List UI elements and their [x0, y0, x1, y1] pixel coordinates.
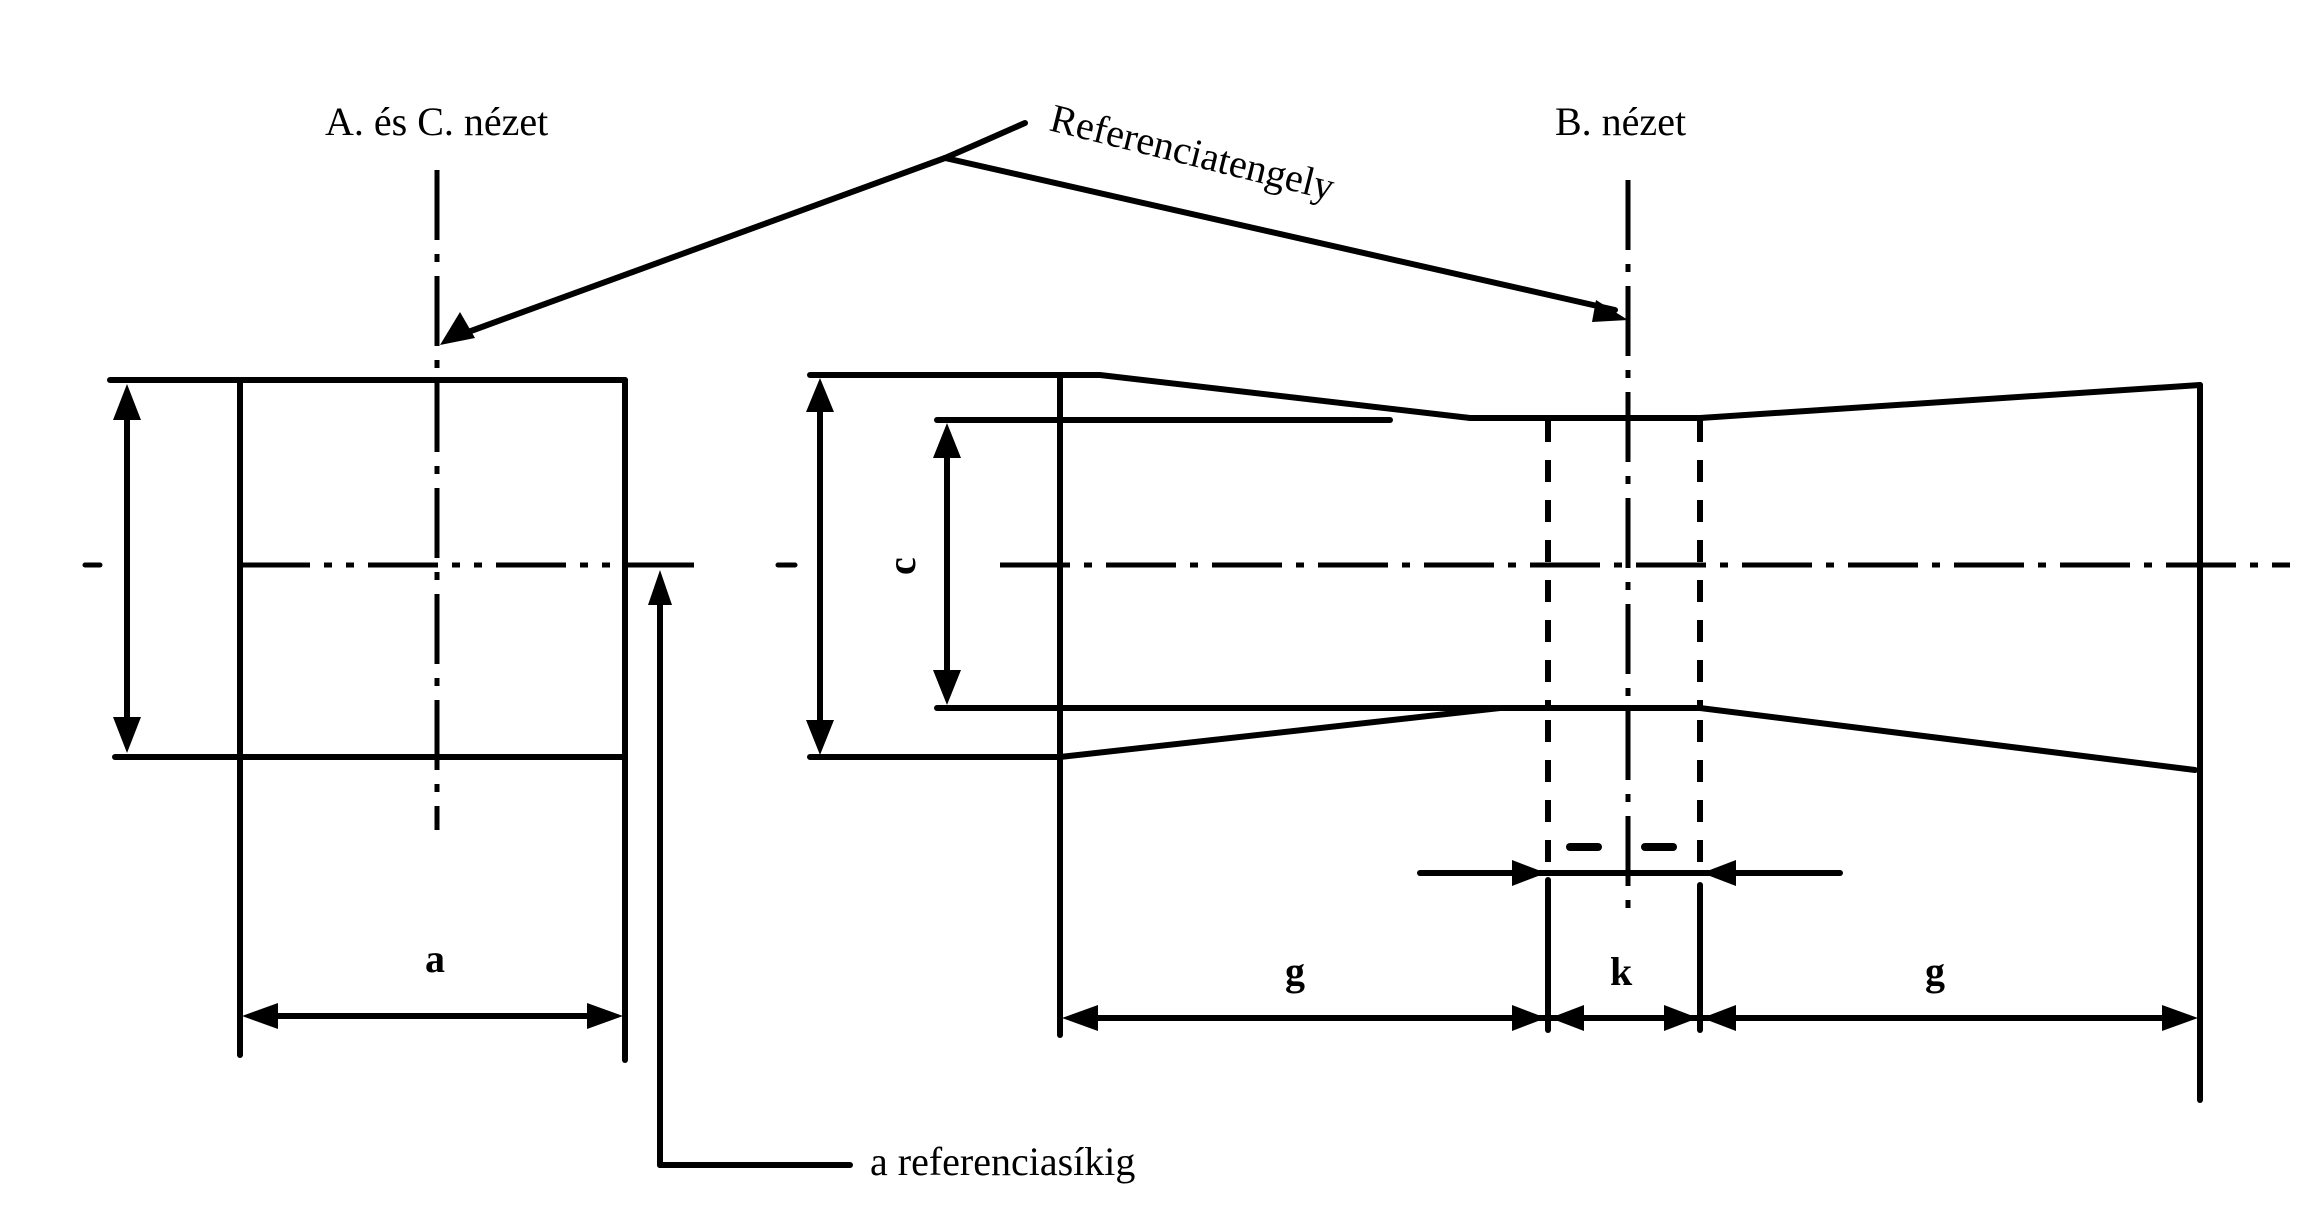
arrowhead-down-icon	[933, 670, 961, 705]
arrowhead-up-icon	[806, 378, 834, 412]
view-b-title: B. nézet	[1555, 99, 1686, 144]
view-ac-title: A. és C. nézet	[325, 99, 548, 144]
arrowhead-right-icon	[1664, 1005, 1698, 1031]
arrowhead-right-icon	[1512, 1005, 1546, 1031]
arrowhead-up-icon	[933, 423, 961, 458]
reference-axis-leader	[440, 120, 1628, 345]
arrowhead-down-icon	[806, 720, 834, 755]
leader-arrowhead-left	[440, 312, 475, 345]
arrowhead-right-icon	[587, 1003, 623, 1029]
arrowhead-right-icon	[2162, 1005, 2198, 1031]
arrowhead-up-icon	[113, 384, 141, 420]
arrowhead-left-icon	[1702, 860, 1736, 886]
dimension-c-label: c	[879, 557, 924, 575]
reference-plane-label: a referenciasíkig	[870, 1139, 1135, 1184]
arrowhead-up-icon	[648, 570, 672, 605]
view-ac: a a referenciasíkig	[82, 170, 1135, 1184]
arrowhead-left-icon	[1062, 1005, 1098, 1031]
dimension-g-right-label: g	[1925, 949, 1945, 994]
dimension-k-label: k	[1610, 949, 1633, 994]
arrowhead-down-icon	[113, 717, 141, 753]
leader-arrowhead-right	[1592, 300, 1628, 322]
view-b-outer-top-profile	[807, 372, 2203, 421]
dimension-a-label: a	[425, 936, 445, 981]
dimension-g-left-label: g	[1285, 949, 1305, 994]
arrowhead-right-icon	[1512, 860, 1546, 886]
arrowhead-left-icon	[1550, 1005, 1584, 1031]
arrowhead-left-icon	[1702, 1005, 1736, 1031]
view-b-outer-bottom-profile	[807, 705, 2198, 773]
view-b: c g k g	[775, 180, 2290, 1103]
arrowhead-left-icon	[242, 1003, 278, 1029]
